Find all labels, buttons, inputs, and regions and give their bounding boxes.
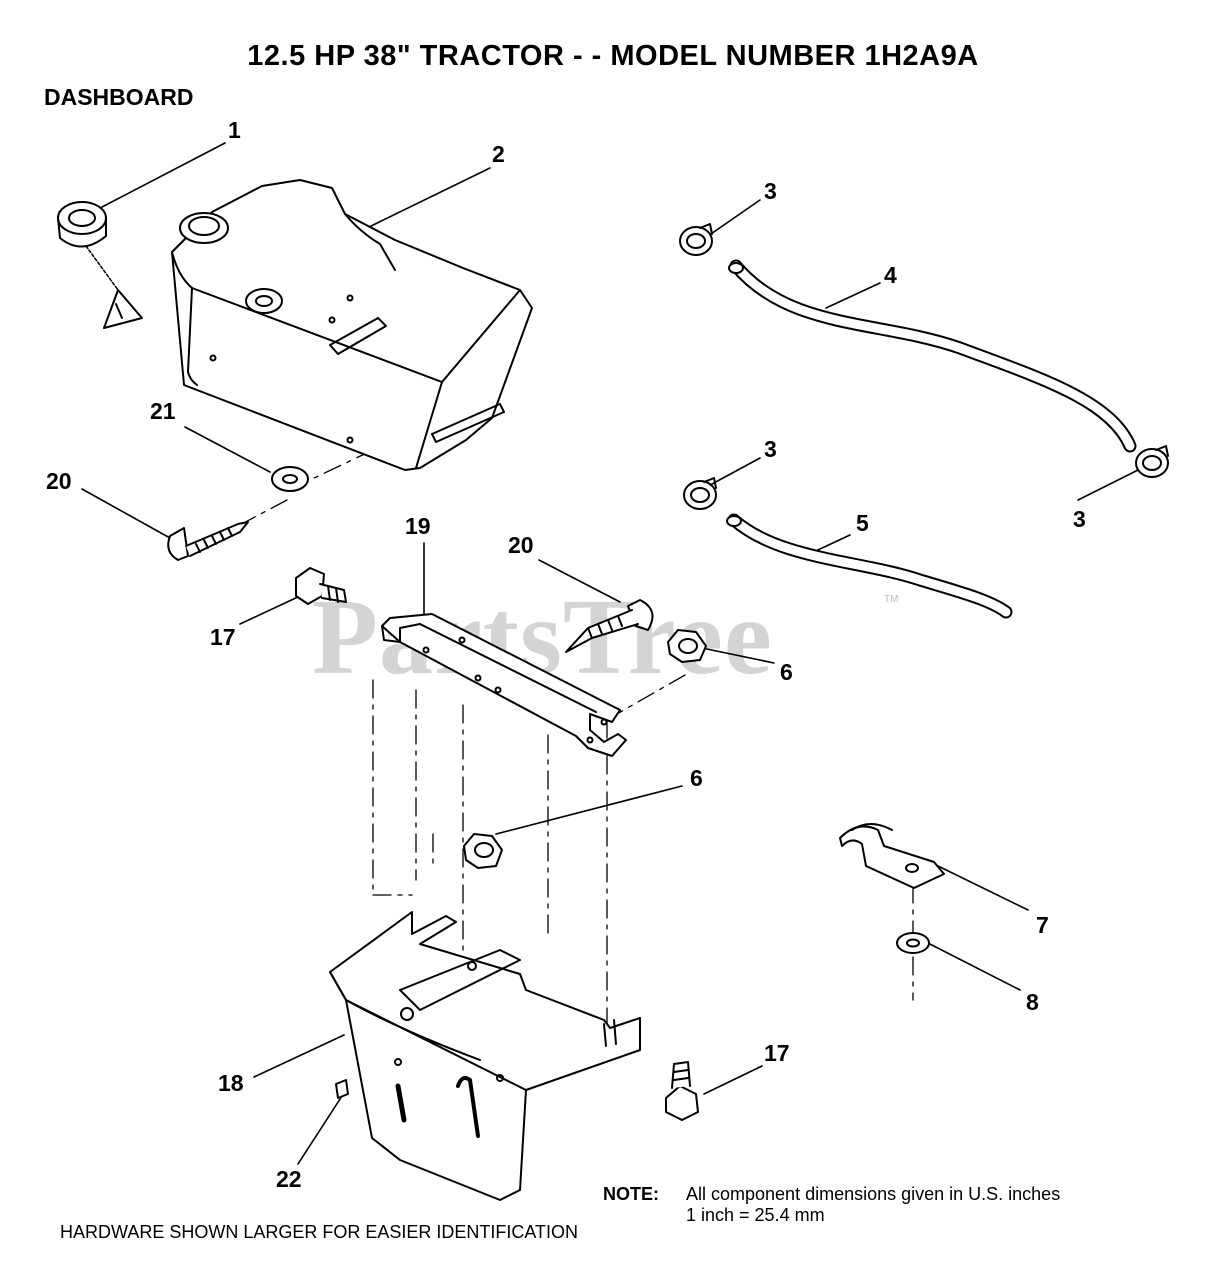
hose-clamp-part-3c [1135,445,1169,478]
bracket-part-19 [381,613,627,757]
screw-part-20b [565,599,654,653]
section-label: DASHBOARD [44,84,194,110]
callout-20: 20 [508,532,534,558]
watermark-tm: TM [884,594,899,605]
callout-22: 22 [276,1166,302,1192]
nut-part-6b [463,833,503,869]
callout-6: 6 [780,659,793,685]
fuel-cap-part-1 [57,201,143,329]
hose-clamp-part-3a [679,223,713,256]
clamp-part-7 [839,823,945,889]
fastener-part-22 [335,1079,349,1099]
diagram-title: 12.5 HP 38" TRACTOR - - MODEL NUMBER 1H2… [247,40,979,72]
bolt-part-17a [295,567,347,605]
fuel-line-part-4 [728,259,1137,453]
callout-21: 21 [150,398,176,424]
callout-19: 19 [405,513,431,539]
washer-part-21 [271,466,309,492]
callout-3: 3 [764,436,777,462]
callout-4: 4 [884,262,897,288]
footer-note: HARDWARE SHOWN LARGER FOR EASIER IDENTIF… [60,1222,579,1242]
washer-part-8 [896,932,930,954]
lower-support-part-18 [329,911,641,1201]
callout-1: 1 [228,117,241,143]
bolt-part-17b [665,1061,699,1121]
nut-part-6a [667,629,707,663]
note-label: NOTE: [603,1184,659,1204]
callout-2: 2 [492,141,505,167]
callout-18: 18 [218,1070,244,1096]
callout-3: 3 [764,178,777,204]
note-line-1: All component dimensions given in U.S. i… [686,1184,1061,1204]
note-line-2: 1 inch = 25.4 mm [686,1205,825,1225]
alignment-lines [235,449,914,1041]
callout-3: 3 [1073,506,1086,532]
callout-8: 8 [1026,989,1039,1015]
leader-lines [81,142,1143,1165]
callout-7: 7 [1036,912,1049,938]
fuel-line-part-5 [726,513,1013,619]
callout-5: 5 [856,510,869,536]
callout-20: 20 [46,468,72,494]
hose-clamp-part-3b [683,477,717,510]
callout-6: 6 [690,765,703,791]
dashboard-cover-part-2 [171,179,533,471]
callout-17: 17 [764,1040,790,1066]
screw-part-20a [167,521,249,561]
callout-17: 17 [210,624,236,650]
